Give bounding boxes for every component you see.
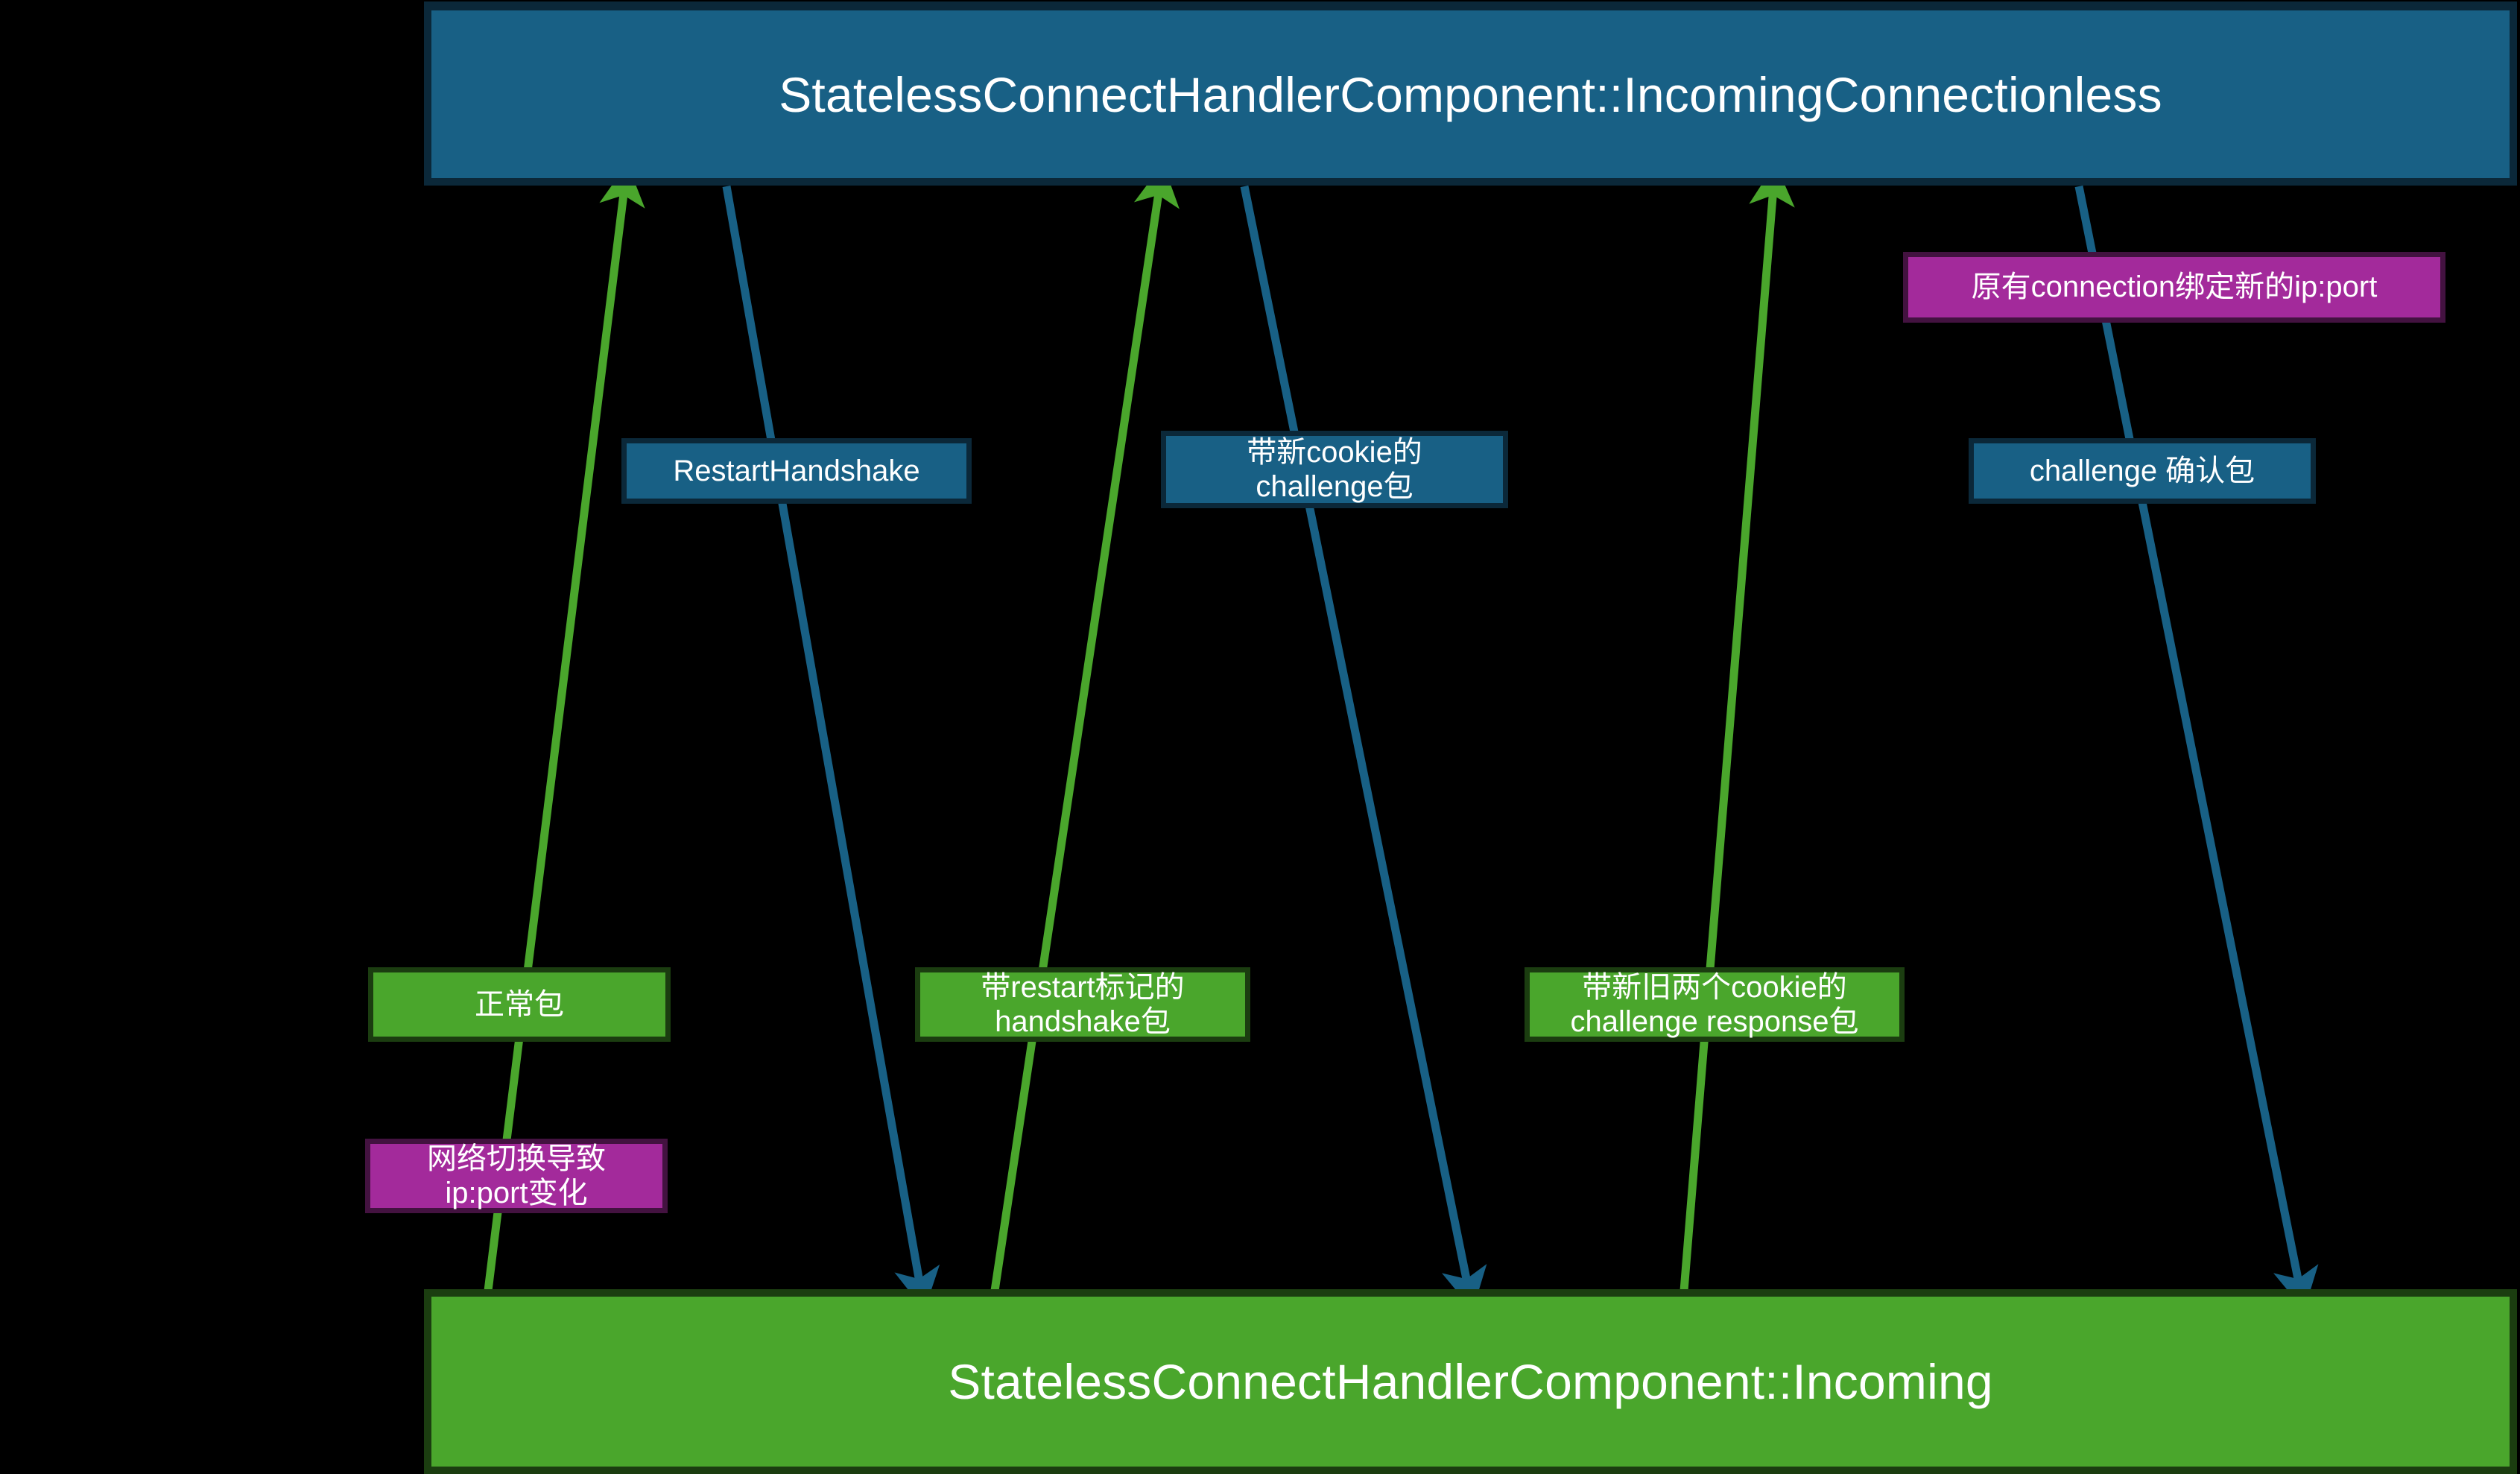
note-challenge-response-line1: 带新旧两个cookie的: [1582, 970, 1847, 1004]
state-incoming-connectionless-label: StatelessConnectHandlerComponent::Incomi…: [779, 66, 2162, 122]
note-rebind-connection[interactable]: 原有connection绑定新的ip:port: [1903, 252, 2445, 323]
note-network-switch-line2: ip:port变化: [445, 1177, 588, 1209]
note-network-switch[interactable]: 网络切换导致 ip:port变化: [365, 1139, 668, 1213]
note-restart-handshake-label: RestartHandshake: [673, 454, 920, 487]
note-new-cookie-line1: 带新cookie的: [1247, 435, 1422, 469]
arrow-down-challenge-ack: [2074, 185, 2319, 1311]
note-challenge-response[interactable]: 带新旧两个cookie的 challenge response包: [1525, 967, 1905, 1042]
arrow-down-new-cookie: [1240, 185, 1487, 1311]
state-incoming[interactable]: StatelessConnectHandlerComponent::Incomi…: [424, 1289, 2517, 1474]
arrow-up-normal: [484, 163, 645, 1291]
note-challenge-ack[interactable]: challenge 确认包: [1969, 438, 2316, 504]
note-network-switch-line1: 网络切换导致: [427, 1142, 606, 1175]
note-new-cookie-line2: challenge包: [1256, 470, 1413, 503]
state-incoming-label: StatelessConnectHandlerComponent::Incomi…: [948, 1354, 1993, 1409]
arrow-up-challenge-resp: [1680, 163, 1795, 1291]
state-incoming-connectionless[interactable]: StatelessConnectHandlerComponent::Incomi…: [424, 1, 2517, 186]
note-restart-handshake[interactable]: RestartHandshake: [621, 438, 972, 504]
note-restart-flag-handshake[interactable]: 带restart标记的 handshake包: [915, 967, 1250, 1042]
note-challenge-response-line2: challenge response包: [1570, 1005, 1859, 1038]
note-restart-flag-line2: handshake包: [995, 1005, 1171, 1038]
note-normal-packet-label: 正常包: [475, 987, 564, 1021]
note-restart-flag-line1: 带restart标记的: [981, 970, 1185, 1004]
note-challenge-ack-label: challenge 确认包: [2029, 454, 2255, 487]
note-normal-packet[interactable]: 正常包: [368, 967, 671, 1042]
note-rebind-connection-label: 原有connection绑定新的ip:port: [1971, 271, 2378, 304]
arrow-down-restart: [722, 186, 940, 1311]
note-new-cookie[interactable]: 带新cookie的 challenge包: [1161, 431, 1508, 508]
arrow-up-restart-flag: [990, 163, 1180, 1291]
